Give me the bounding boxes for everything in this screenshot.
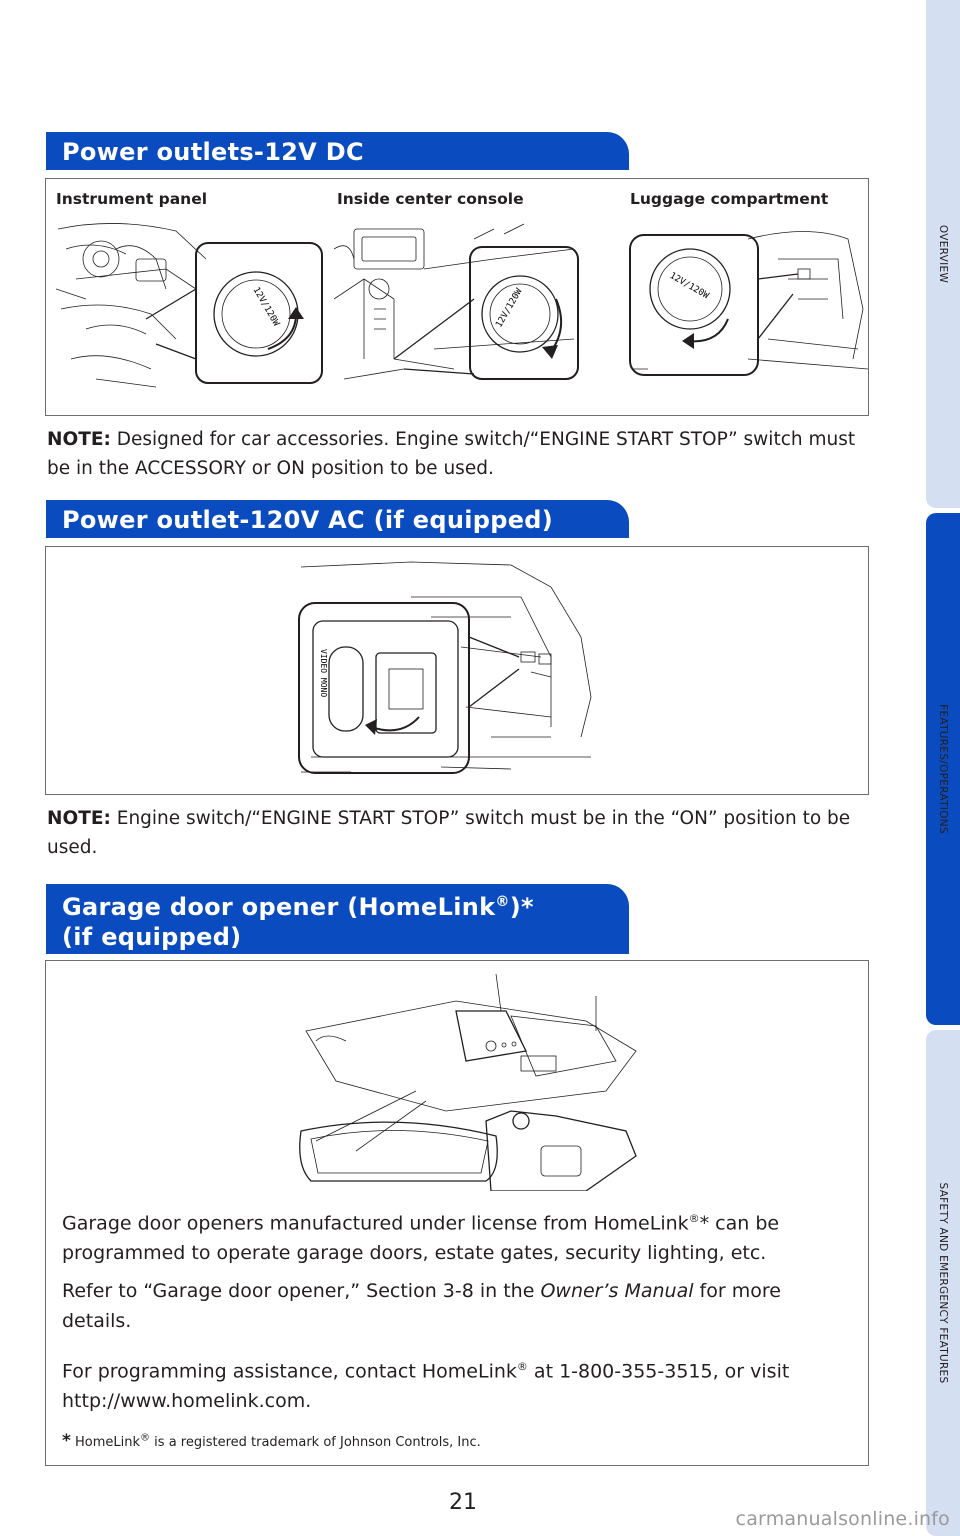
instrument-panel-illustration: 12V/120W — [56, 223, 323, 388]
section-header-power-outlet-120v: Power outlet-120V AC (if equipped) — [46, 500, 629, 538]
p3-text-a: For programming assistance, contact Home… — [62, 1360, 517, 1383]
homelink-overhead-illustration — [299, 973, 637, 1191]
tab-features-label: FEATURES/OPERATIONS — [937, 704, 949, 834]
header-line1-after: )* — [509, 893, 534, 921]
p3-text-b: at 1-800-355-3515, or visit http://www.h… — [62, 1360, 790, 1413]
ac-outlet-illustration: VIDEO MONO — [298, 561, 592, 774]
illustration-box-12v: Instrument panel Inside center console L… — [45, 178, 869, 416]
homelink-footnote: * HomeLink® is a registered trademark of… — [62, 1431, 481, 1451]
panel-label: VIDEO MONO — [319, 649, 328, 697]
caption-center-console: Inside center console — [337, 190, 524, 208]
outlet-label-1: 12V/120W — [251, 286, 282, 329]
note-120v-text: Engine switch/“ENGINE START STOP” switch… — [47, 808, 851, 858]
p2-text-a: Refer to “Garage door opener,” Section 3… — [62, 1280, 541, 1302]
note-120v-label: NOTE: — [47, 808, 111, 829]
tab-overview-label: OVERVIEW — [937, 224, 949, 284]
section-header-power-outlets-12v: Power outlets-12V DC — [46, 132, 629, 170]
note-12v-label: NOTE: — [47, 429, 111, 450]
foot-star: * — [62, 1431, 71, 1451]
section-header-garage-door-opener: Garage door opener (HomeLink®)* (if equi… — [46, 884, 629, 954]
tab-safety-label: SAFETY AND EMERGENCY FEATURES — [937, 1182, 949, 1384]
header-reg: ® — [495, 894, 510, 910]
tab-safety-emergency[interactable]: SAFETY AND EMERGENCY FEATURES — [926, 1030, 960, 1536]
p2-manual-title: Owner’s Manual — [540, 1280, 694, 1302]
foot-text-a: HomeLink — [70, 1435, 141, 1450]
homelink-paragraph-1: Garage door openers manufactured under l… — [62, 1204, 852, 1268]
foot-text-b: is a registered trademark of Johnson Con… — [150, 1435, 481, 1450]
illustration-box-120v: VIDEO MONO — [45, 546, 869, 795]
header-line2-text: (if equipped) — [62, 923, 242, 951]
tab-overview[interactable]: OVERVIEW — [926, 0, 960, 508]
p2-text-b: for more details. — [62, 1280, 781, 1332]
outlet-label-3: 12V/120W — [668, 271, 711, 302]
note-12v-text: Designed for car accessories. Engine swi… — [47, 429, 856, 479]
page-number: 21 — [449, 1490, 477, 1515]
tab-features-operations[interactable]: FEATURES/OPERATIONS — [926, 513, 960, 1025]
center-console-illustration: 12V/120W — [334, 223, 579, 380]
homelink-paragraph-3: For programming assistance, contact Home… — [62, 1352, 852, 1416]
header-line1-text: Garage door opener (HomeLink — [62, 893, 496, 921]
caption-instrument-panel: Instrument panel — [56, 190, 208, 208]
foot-reg: ® — [140, 1432, 151, 1444]
homelink-paragraph-2: Refer to “Garage door opener,” Section 3… — [62, 1276, 852, 1336]
luggage-compartment-illustration: 12V/120W — [629, 231, 868, 376]
p1-text-a: Garage door openers manufactured under l… — [62, 1212, 689, 1235]
p3-reg: ® — [516, 1360, 528, 1373]
p1-reg: ® — [688, 1212, 700, 1225]
note-120v: NOTE: Engine switch/“ENGINE START STOP” … — [47, 804, 867, 862]
p1-text-b: * can be programmed to operate garage do… — [62, 1212, 780, 1265]
caption-luggage-compartment: Luggage compartment — [630, 190, 829, 208]
note-12v: NOTE: Designed for car accessories. Engi… — [47, 425, 867, 483]
watermark: carmanualsonline.info — [735, 1508, 950, 1530]
homelink-box: Garage door openers manufactured under l… — [45, 960, 869, 1466]
